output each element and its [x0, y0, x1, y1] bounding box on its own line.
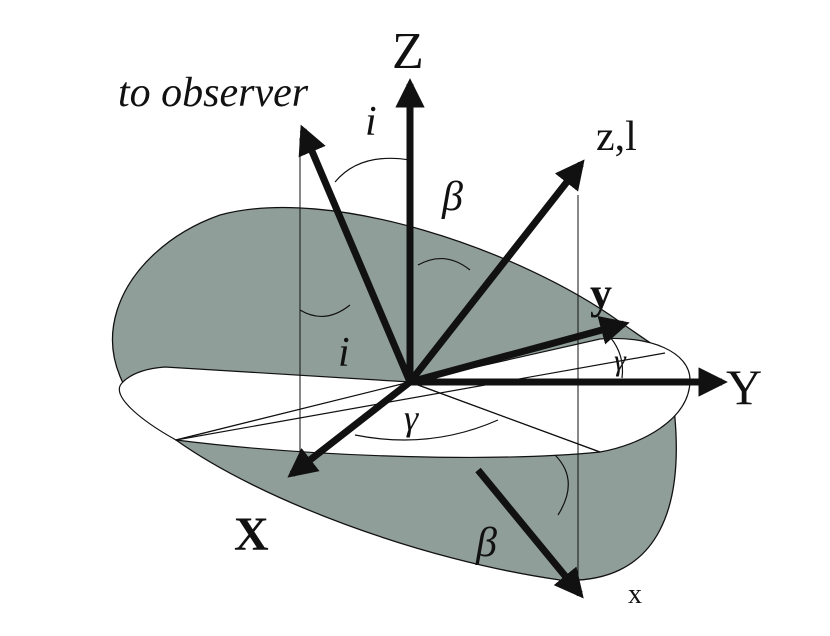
- arc-gamma-mid: [354, 419, 499, 441]
- sky-plane-guide: [409, 381, 601, 453]
- label-y: y: [590, 269, 612, 318]
- X-axis-arrow: [287, 379, 413, 478]
- label-i-mid: i: [338, 330, 350, 376]
- projection-lines: [299, 138, 579, 580]
- zl-axis-arrow: [407, 159, 585, 385]
- label-beta-top: β: [441, 174, 463, 220]
- arc-i-mid: [299, 304, 351, 317]
- label-gamma-right: γ: [614, 344, 627, 377]
- label-X: X: [234, 508, 269, 561]
- label-x: x: [628, 579, 642, 610]
- arc-i-top: [334, 157, 411, 183]
- observer-arrow: [298, 124, 414, 384]
- angle-arcs: [299, 157, 624, 516]
- sky-plane-lower-wedge: [175, 381, 601, 458]
- x-axis-arrow: [475, 467, 584, 599]
- label-beta-bottom: β: [475, 520, 497, 566]
- vectors: [287, 78, 728, 599]
- label-z-l: z,l: [596, 114, 637, 160]
- label-gamma-mid: γ: [404, 398, 419, 438]
- arc-beta-top: [417, 258, 471, 271]
- y-axis-arrow: [409, 315, 630, 386]
- arc-beta-bottom: [554, 454, 569, 516]
- label-Y: Y: [726, 359, 762, 415]
- label-to-observer: to observer: [118, 70, 309, 116]
- line-of-nodes: [175, 352, 666, 441]
- sky-plane-left-lobe: [118, 366, 411, 441]
- label-i-top: i: [365, 99, 377, 145]
- labels: to observer Z z,l y Y X x i i β β γ γ: [118, 23, 762, 610]
- label-Z: Z: [392, 23, 424, 80]
- sky-plane: [118, 337, 691, 458]
